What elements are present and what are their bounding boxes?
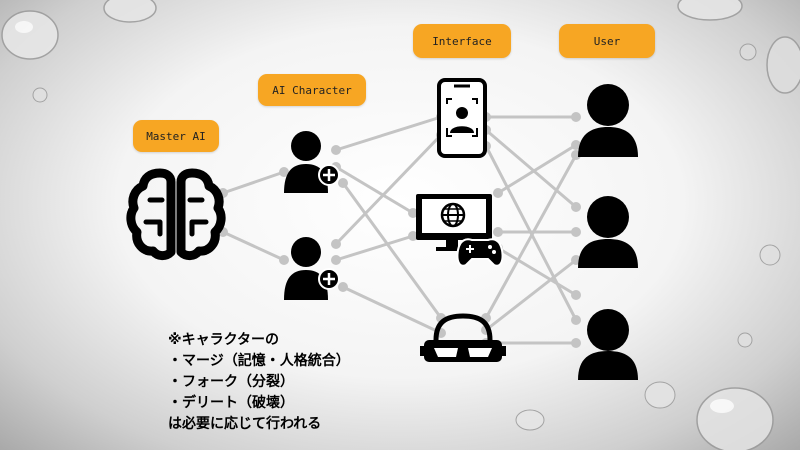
interface-label: Interface [413, 24, 511, 58]
note-line: ※キャラクターの [168, 332, 280, 348]
ai-character-add-icon [284, 131, 340, 193]
note-line: ・マージ（記憶・人格統合） [168, 353, 350, 369]
note-line: ・フォーク（分裂） [168, 374, 294, 390]
user-label: User [559, 24, 655, 58]
note-line: は必要に応じて行われる [168, 416, 322, 432]
connector-lines [221, 115, 578, 345]
connector-dots [218, 112, 581, 348]
monitor-globe-gamepad-icon [416, 194, 504, 267]
master-ai-label: Master AI [133, 120, 219, 152]
vr-headset-icon [420, 313, 506, 362]
brain-icon [126, 168, 226, 261]
note-line: ・デリート（破壊） [168, 395, 294, 411]
smartphone-face-id-icon [437, 78, 487, 158]
user-icon [578, 84, 638, 157]
ai-character-label: AI Character [258, 74, 366, 106]
user-icon [578, 196, 638, 268]
ai-character-add-icon [284, 237, 340, 300]
character-operations-note: ※キャラクターの ・マージ（記憶・人格統合） ・フォーク（分裂） ・デリート（破… [168, 330, 350, 435]
user-icon [578, 309, 638, 380]
